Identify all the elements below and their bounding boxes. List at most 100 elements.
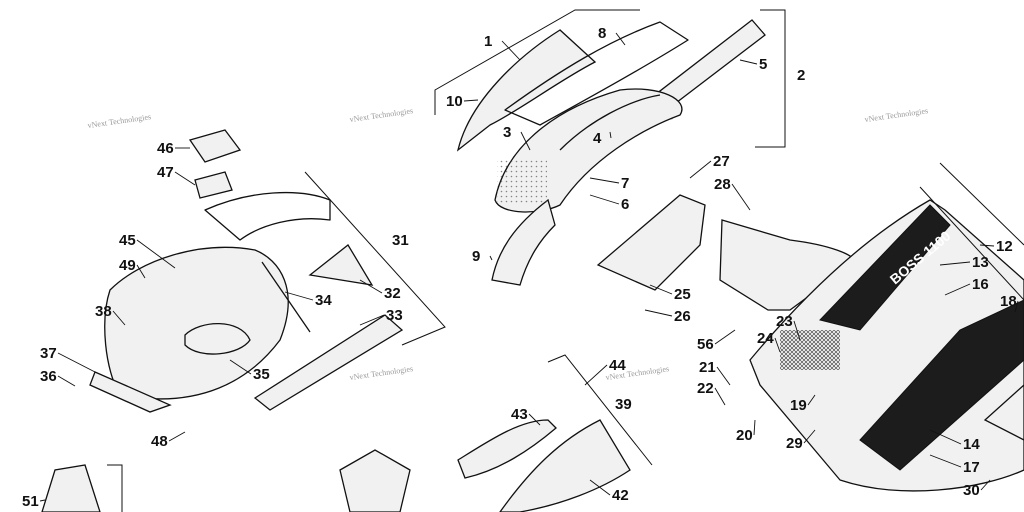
callout-27: 27	[713, 153, 730, 170]
callout-13: 13	[972, 254, 989, 271]
bracket-2	[755, 9, 786, 148]
left-side-panel-assembly	[89, 129, 446, 413]
leader-line-24	[774, 337, 781, 353]
panel-42	[499, 419, 631, 512]
leader-line-36	[57, 375, 76, 387]
callout-8: 8	[598, 25, 606, 42]
leader-line-6	[589, 194, 620, 205]
graphic-stripe-lower	[859, 299, 1024, 471]
hood-panel-9	[491, 198, 556, 286]
hood-texture	[497, 160, 547, 205]
leader-line-8	[615, 32, 626, 46]
leader-line-4	[609, 131, 612, 139]
callout-51: 51	[22, 493, 39, 510]
callout-44: 44	[609, 357, 626, 374]
leader-line-25	[649, 284, 673, 295]
callout-10: 10	[446, 93, 463, 110]
callout-14: 14	[963, 436, 980, 453]
bracket-12	[919, 186, 1024, 301]
leader-line-19	[807, 394, 816, 406]
callout-31: 31	[392, 232, 409, 249]
callout-46: 46	[157, 140, 174, 157]
leader-line-33	[359, 314, 385, 326]
callout-38: 38	[95, 303, 112, 320]
callout-18: 18	[1000, 293, 1017, 310]
bracket-51	[107, 464, 123, 512]
callout-33: 33	[386, 307, 403, 324]
callout-5: 5	[759, 56, 767, 73]
callout-42: 42	[612, 487, 629, 504]
callout-1: 1	[484, 33, 492, 50]
watermark: vNext Technologies	[349, 364, 414, 382]
callout-16: 16	[972, 276, 989, 293]
leader-line-14	[929, 429, 962, 445]
callout-35: 35	[253, 366, 270, 383]
callout-22: 22	[697, 380, 714, 397]
leader-line-3	[520, 131, 531, 151]
leader-line-18	[1014, 300, 1019, 313]
leader-line-32	[359, 279, 383, 294]
callout-17: 17	[963, 459, 980, 476]
callout-26: 26	[674, 308, 691, 325]
windshield-assembly	[434, 9, 786, 286]
hood-inner-4	[559, 94, 661, 151]
callout-9: 9	[472, 248, 480, 265]
gasket-47	[194, 171, 233, 199]
callout-29: 29	[786, 435, 803, 452]
windshield-piece-8	[504, 21, 689, 126]
callout-36: 36	[40, 368, 57, 385]
leader-line-29	[803, 429, 816, 444]
callout-32: 32	[384, 285, 401, 302]
leader-line-23	[793, 320, 801, 341]
leader-line-48	[168, 431, 186, 442]
lower-center-assembly	[339, 354, 653, 512]
callout-3: 3	[503, 124, 511, 141]
bracket-39	[547, 354, 653, 466]
callout-2: 2	[797, 67, 805, 84]
leader-line-10	[463, 99, 479, 102]
callout-20: 20	[736, 427, 753, 444]
callout-21: 21	[699, 359, 716, 376]
callout-56: 56	[697, 336, 714, 353]
leader-line-22	[714, 387, 726, 406]
callout-4: 4	[593, 130, 602, 147]
panel-33	[253, 314, 404, 411]
watermark: vNext Technologies	[349, 106, 414, 124]
side-panel-body	[104, 246, 289, 400]
upper-console	[204, 191, 331, 241]
callout-12: 12	[996, 238, 1013, 255]
leader-line-9	[489, 255, 493, 261]
callout-30: 30	[963, 482, 980, 499]
leader-line-7	[589, 177, 620, 184]
vent-28	[719, 219, 856, 311]
callout-49: 49	[119, 257, 136, 274]
bracket-top-right	[939, 162, 1024, 246]
leader-line-47	[174, 171, 196, 186]
panel-18	[983, 384, 1024, 441]
leader-line-27	[689, 160, 712, 179]
mesh-grille-23	[780, 330, 840, 370]
graphic-stripe	[819, 204, 951, 331]
leader-line-37	[57, 352, 96, 373]
leader-line-43	[528, 413, 541, 426]
leader-line-44	[584, 364, 608, 386]
callout-7: 7	[621, 175, 629, 192]
bracket-1	[434, 9, 640, 115]
callout-43: 43	[511, 406, 528, 423]
panel-43	[457, 419, 557, 479]
leader-line-45	[136, 239, 176, 269]
callout-24: 24	[757, 330, 774, 347]
leader-line-56	[714, 329, 736, 345]
callout-23: 23	[776, 313, 793, 330]
leader-line-34	[284, 291, 314, 301]
watermark: vNext Technologies	[864, 106, 929, 124]
leader-line-16	[944, 283, 971, 296]
leader-line-20	[753, 419, 756, 436]
console-opening	[184, 322, 251, 355]
support-34	[261, 261, 311, 333]
leader-line-1	[501, 40, 521, 61]
callout-37: 37	[40, 345, 57, 362]
leader-line-51	[39, 499, 46, 502]
